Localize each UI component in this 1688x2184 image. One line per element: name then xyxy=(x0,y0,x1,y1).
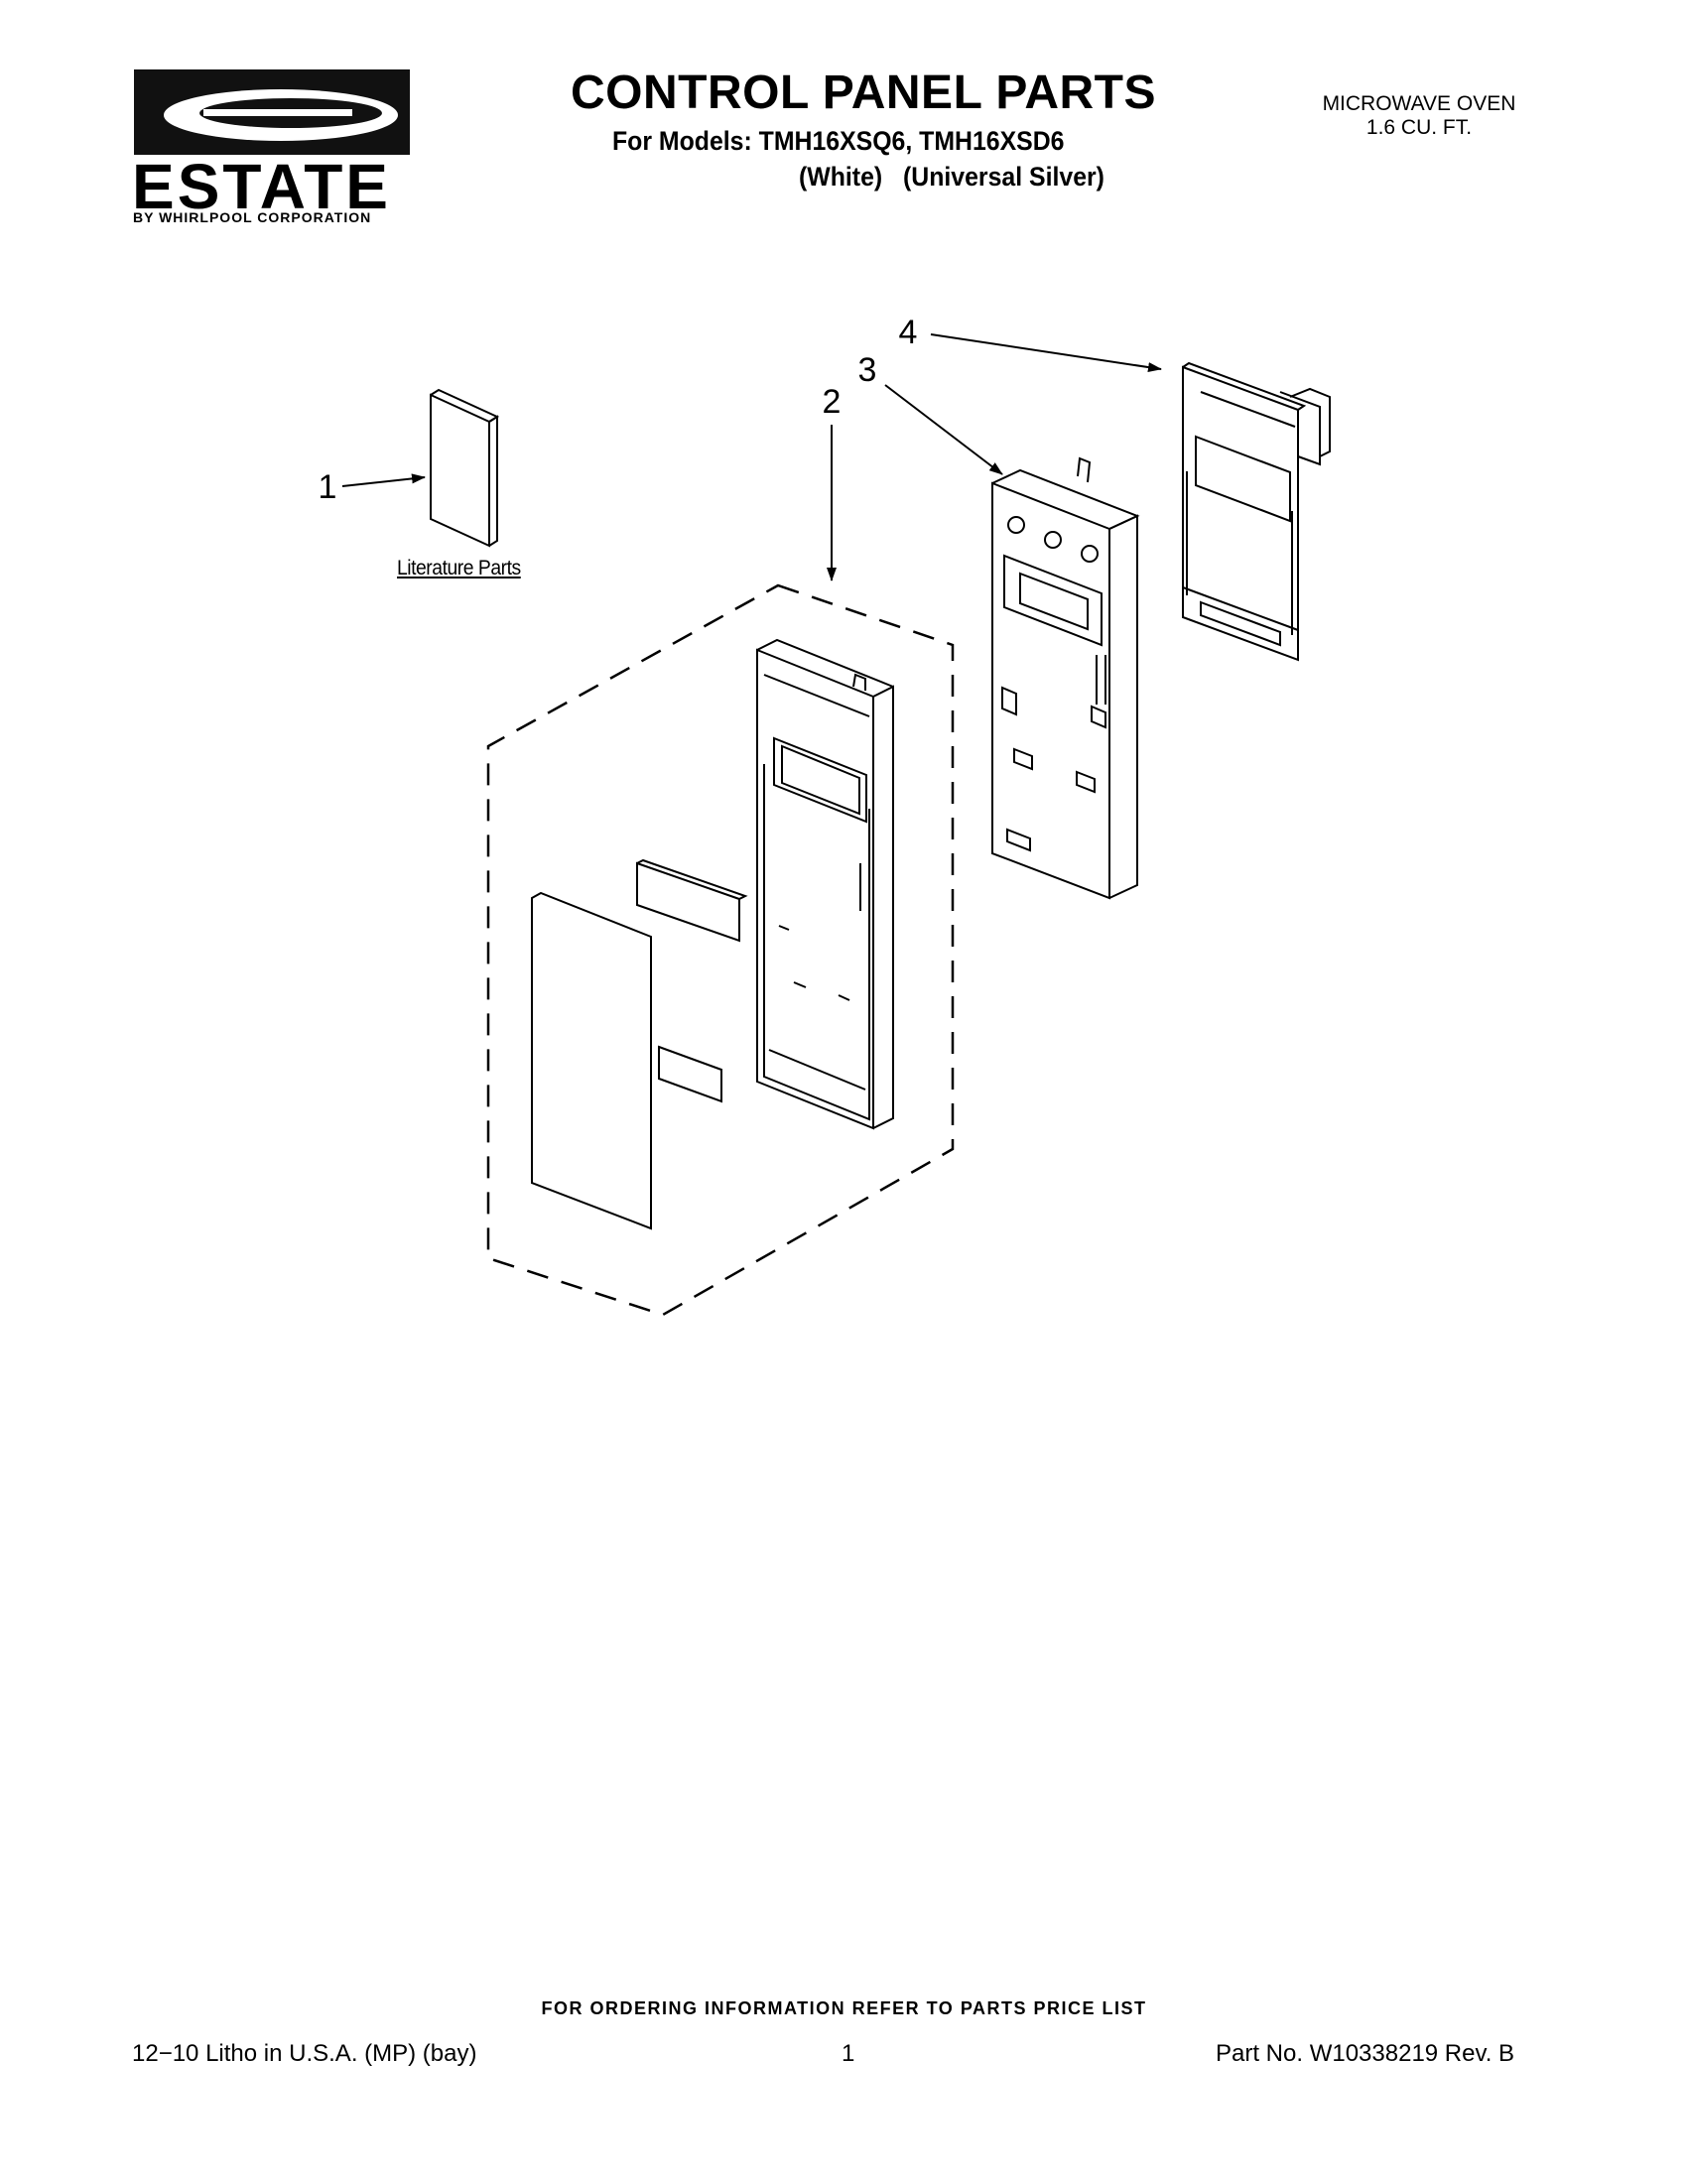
ordering-note: FOR ORDERING INFORMATION REFER TO PARTS … xyxy=(541,1998,1147,2018)
document-part-number: Part No. W10338219 Rev. B xyxy=(1216,2040,1515,2067)
literature-parts-label: Literature Parts xyxy=(397,557,521,579)
callout-4: 4 xyxy=(899,314,918,351)
control-frame xyxy=(991,456,1140,900)
electronic-control-board xyxy=(1182,361,1331,662)
callout-3: 3 xyxy=(858,351,877,389)
literature-booklet xyxy=(430,388,500,548)
estate-logo xyxy=(134,69,410,155)
finish-white: (White) xyxy=(799,162,883,192)
callout-2: 2 xyxy=(823,383,842,421)
logo-wordmark: ESTATE xyxy=(132,151,391,222)
print-info: 12−10 Litho in U.S.A. (MP) (bay) xyxy=(132,2040,477,2067)
callout-1: 1 xyxy=(319,468,337,506)
control-panel-housing xyxy=(756,638,894,1130)
product-description: MICROWAVE OVEN 1.6 CU. FT. xyxy=(1290,92,1548,140)
assembly-boundary xyxy=(486,583,955,1317)
control-overlay xyxy=(531,891,652,1230)
callout-3-leader xyxy=(884,384,1003,475)
page-title: CONTROL PANEL PARTS xyxy=(571,66,1156,119)
trim-plate xyxy=(658,1045,722,1103)
callout-4-leader xyxy=(930,333,1162,373)
finish-silver: (Universal Silver) xyxy=(903,162,1104,192)
product-capacity: 1.6 CU. FT. xyxy=(1365,116,1473,140)
page-number: 1 xyxy=(842,2040,855,2067)
logo-subtitle: BY WHIRLPOOL CORPORATION xyxy=(133,209,372,225)
product-type: MICROWAVE OVEN xyxy=(1322,92,1516,115)
callout-1-leader xyxy=(341,473,426,487)
model-list: For Models: TMH16XSQ6, TMH16XSD6 xyxy=(612,126,1065,156)
display-lens xyxy=(636,858,748,943)
